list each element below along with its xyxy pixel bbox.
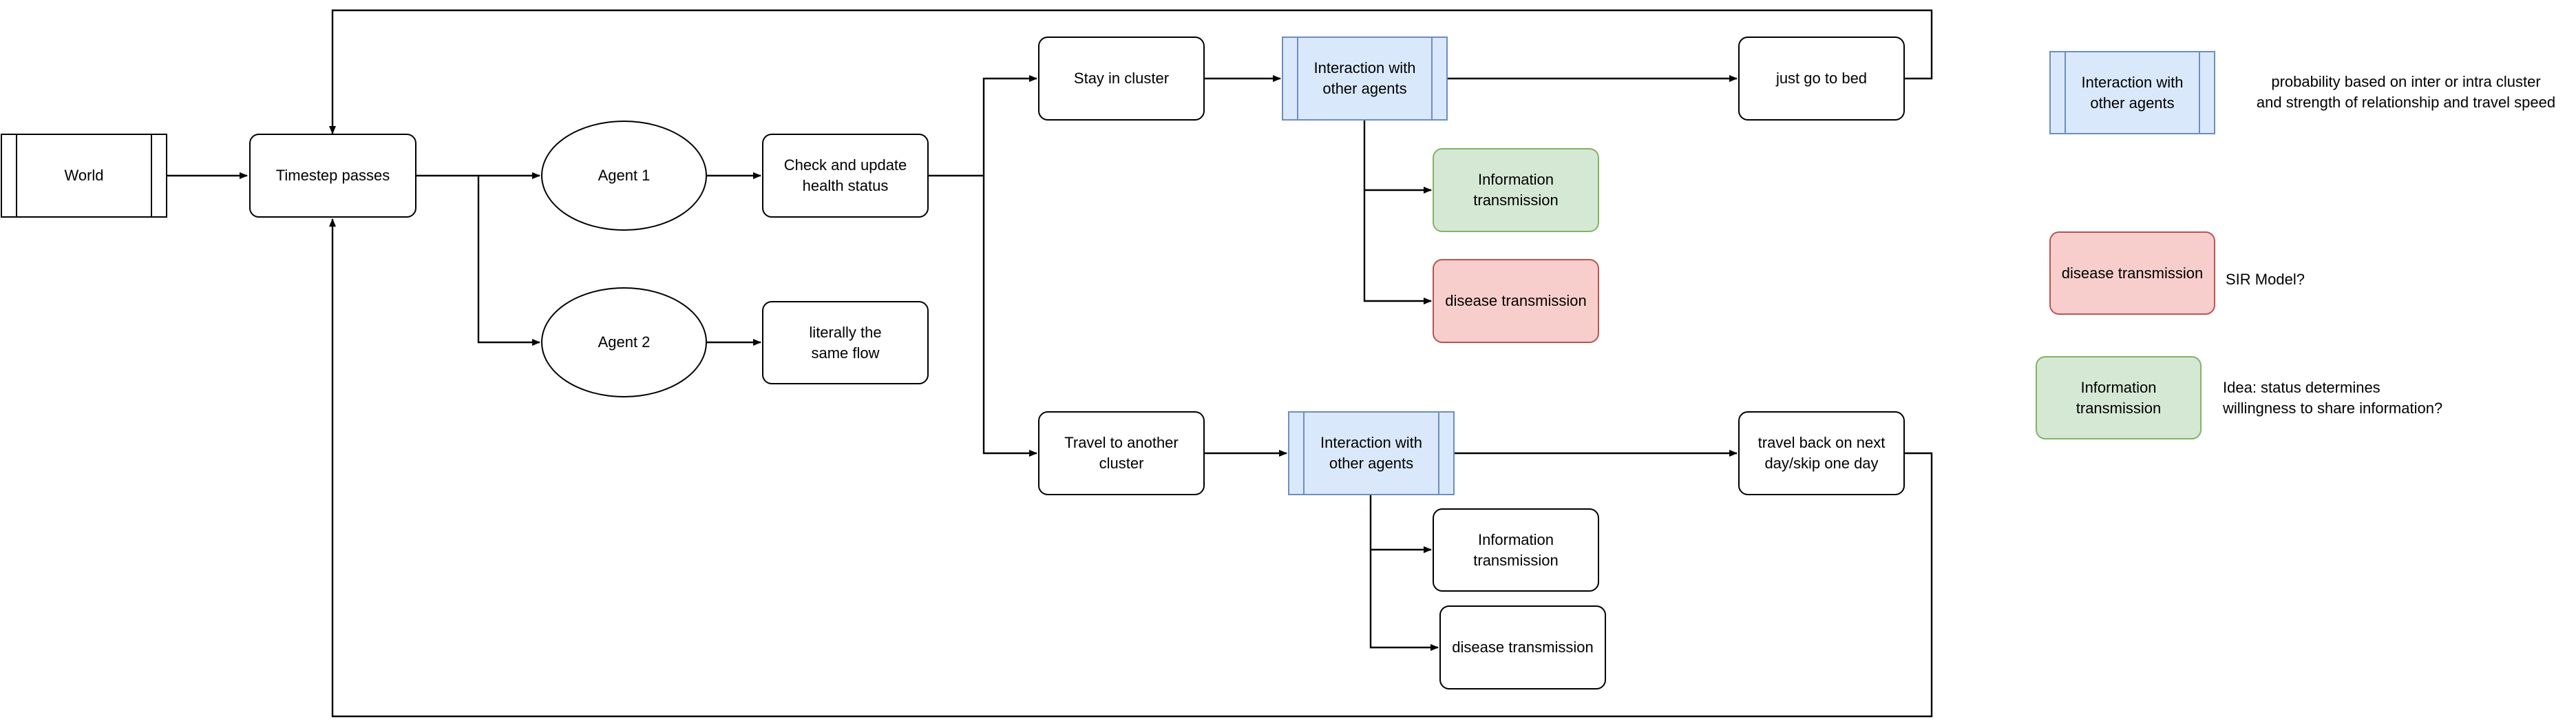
legend-disease-note: SIR Model? bbox=[2226, 271, 2305, 288]
world-label: World bbox=[64, 167, 104, 184]
edge-bed-loop-to-timestep bbox=[329, 9, 1933, 134]
stay-cluster-node: Stay in cluster bbox=[1038, 37, 1205, 121]
go-to-bed-node: just go to bed bbox=[1738, 37, 1905, 121]
edge-check-to-travel bbox=[982, 176, 1037, 457]
agent2-node: Agent 2 bbox=[541, 287, 707, 397]
edge-travel-back-loop-to-timestep bbox=[329, 218, 1933, 718]
edge-interaction-to-info-bottom bbox=[1369, 495, 1432, 553]
travel-back-node: travel back on next day/skip one day bbox=[1738, 411, 1905, 495]
info-top-node: Information transmission bbox=[1433, 148, 1599, 232]
timestep-node: Timestep passes bbox=[249, 134, 416, 218]
disease-bottom-node: disease transmission bbox=[1439, 605, 1606, 689]
interaction-top-node: Interaction with other agents bbox=[1282, 37, 1448, 121]
edge-interaction-to-info-top bbox=[1363, 121, 1432, 194]
legend-information-note: Idea: status determines willingness to s… bbox=[2223, 379, 2443, 417]
edge-timestep-to-agent2 bbox=[477, 176, 540, 346]
travel-cluster-node: Travel to another cluster bbox=[1038, 411, 1205, 495]
info-bottom-node: Information transmission bbox=[1433, 508, 1599, 592]
legend-information-box: Information transmission bbox=[2036, 356, 2202, 439]
world-process-box: World bbox=[1, 134, 167, 218]
legend-interaction-label: Interaction with other agents bbox=[2081, 73, 2184, 112]
agent1-node: Agent 1 bbox=[541, 121, 707, 231]
legend-disease-box: disease transmission bbox=[2049, 231, 2215, 315]
interaction-bottom-node: Interaction with other agents bbox=[1288, 411, 1455, 495]
edge-check-to-stay bbox=[929, 75, 1037, 177]
edge-interaction-to-disease-bottom bbox=[1369, 550, 1439, 651]
same-flow-node: literally the same flow bbox=[762, 301, 929, 384]
disease-top-node: disease transmission bbox=[1433, 259, 1599, 343]
interaction-top-label: Interaction with other agents bbox=[1313, 59, 1416, 97]
edge-interaction-to-disease-top bbox=[1363, 190, 1432, 304]
check-health-node: Check and update health status bbox=[762, 134, 929, 218]
interaction-bottom-label: Interaction with other agents bbox=[1320, 434, 1422, 472]
legend-interaction-box: Interaction with other agents bbox=[2049, 51, 2215, 134]
legend-interaction-note: probability based on inter or intra clus… bbox=[2256, 73, 2556, 111]
